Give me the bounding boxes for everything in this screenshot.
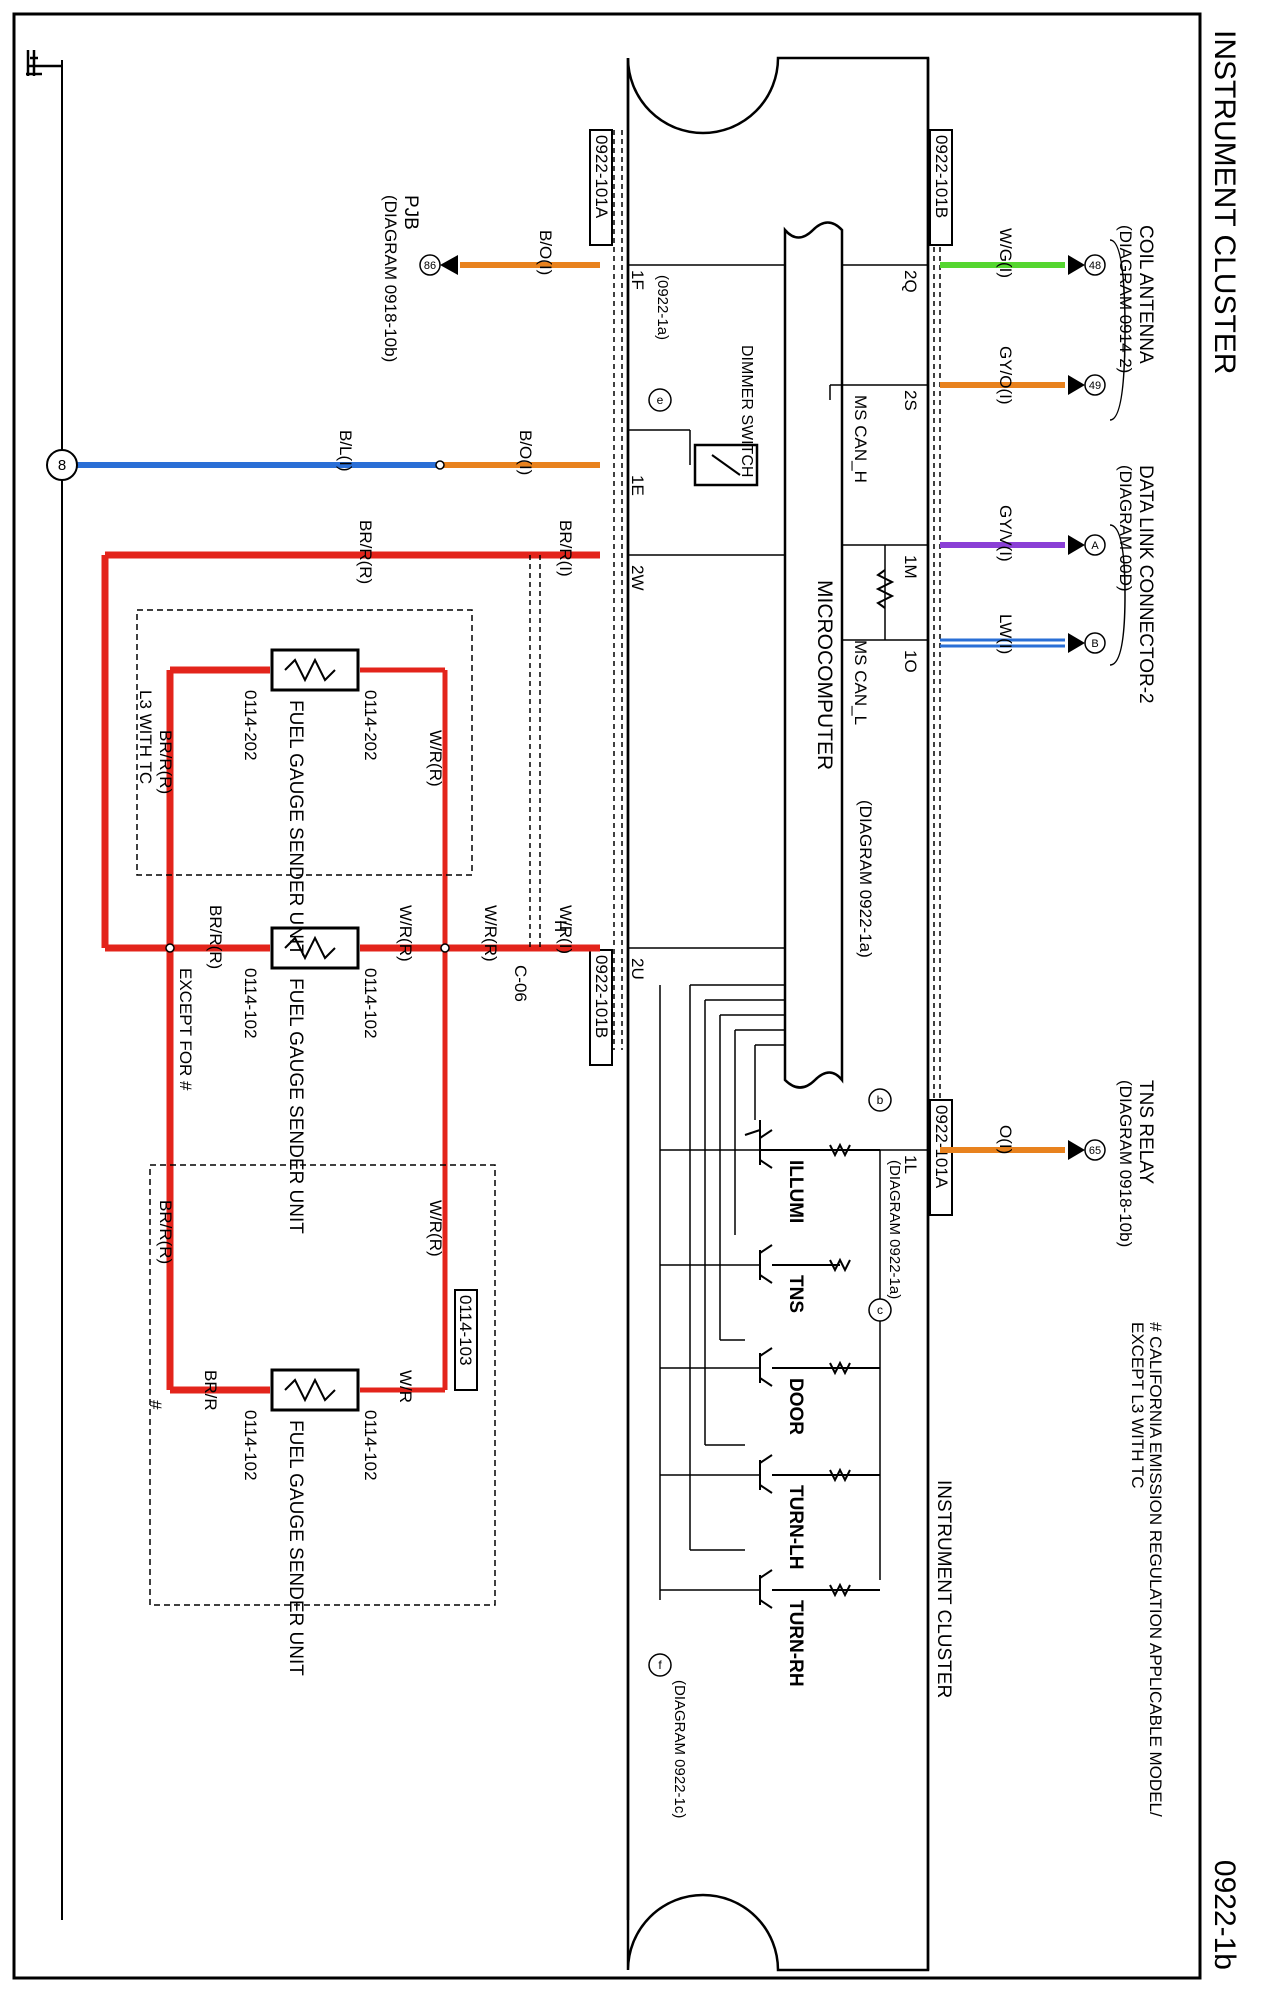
indicator-turn-lh: TURN-LH [785,1485,806,1569]
pin-2w: 2W [628,565,647,591]
pin-1o: 1O [901,650,920,673]
wire-wr-mid: W/R(R) [481,905,500,962]
wire-w-r: W/R [396,1370,415,1403]
pin-2s: 2S [901,390,920,411]
note-line-2: EXCEPT L3 WITH TC [1128,1322,1147,1489]
page-id: 0922-1b [1208,1860,1241,1970]
can-termination-resistor [875,569,895,609]
sensor-3-top: 0114-102 [361,1410,380,1481]
fuel-gauge-sender-3 [270,1368,360,1412]
wire-gyo: GY/O(I) [996,346,1015,405]
circle-8: 8 [58,457,66,474]
circle-c-internal: c [877,1303,883,1317]
wire-wr-in: W/R(I) [556,905,575,954]
wire-bo-mid: B/O(I) [516,430,535,475]
indicator-turn-rh: TURN-RH [785,1600,806,1687]
data-link-ref: (DIAGRAM 00D) [1116,465,1135,592]
sensor-3-note: # [146,1400,165,1410]
microcomputer [783,221,844,1089]
wire-brr-outer: BR/R(R) [356,520,375,584]
wire-br-r: BR/R [201,1370,220,1411]
instrument-cluster-label: INSTRUMENT CLUSTER [933,1480,954,1698]
pjb-ref: (DIAGRAM 0918-10b) [381,195,400,362]
fuel-gauge-sender-1 [270,648,360,692]
circle-b-internal: b [877,1093,884,1107]
pin-1f: 1F [628,270,647,290]
indicator-tns: TNS [785,1275,806,1313]
sensor-1-note: L3 WITH TC [136,690,155,784]
wire-bo-top: B/O(I) [536,230,555,275]
page-title: INSTRUMENT CLUSTER [1208,30,1241,374]
circle-b: B [1091,638,1098,650]
pin-1l: 1L [901,1155,920,1174]
connector-0922-101B-left: 0922-101B [592,955,611,1038]
connector-c06: C-06 [511,965,530,1002]
sensor-2-bottom: 0114-102 [241,968,260,1039]
ground-symbol [26,50,62,76]
circle-65: 65 [1089,1145,1101,1157]
circle-a: A [1091,540,1099,552]
coil-antenna-title: COIL ANTENNA [1135,225,1156,364]
pin-2q: 2Q [901,270,920,293]
wire-wr-c: W/R(R) [426,1200,445,1257]
connector-0922-101B-top: 0922-101B [932,135,951,218]
wire-lw: LW(I) [996,614,1015,654]
pin-2u: 2U [628,958,647,980]
pin-1e: 1E [628,475,647,496]
microcomputer-label: MICROCOMPUTER [813,580,836,770]
circle-86: 86 [424,260,436,272]
note-line-1: # CALIFORNIA EMISSION REGULATION APPLICA… [1146,1322,1165,1817]
connector-0922-101A-left: 0922-101A [592,135,611,219]
joint-0114-103: 0114-103 [456,1295,475,1366]
indicator-drivers [744,1120,880,1609]
sensor-2-top: 0114-102 [361,968,380,1039]
tns-relay-ref: (DIAGRAM 0918-10b) [1116,1080,1135,1247]
ms-can-l-label: MS CAN_L [851,640,870,725]
circle-48: 48 [1089,260,1101,272]
pin-1m: 1M [901,555,920,579]
sensor-3-bottom: 0114-102 [241,1410,260,1481]
circle-e: e [657,393,664,407]
connector-0922-101A-right: 0922-101A [932,1105,951,1189]
pin-1l-ref: (DIAGRAM 0922-1a) [886,1160,903,1299]
wire-brr-a: BR/R(R) [156,730,175,794]
wire-wg: W/G(I) [996,228,1015,278]
wire-brr-c: BR/R(R) [156,1200,175,1264]
wire-brr-top: BR/R(I) [556,520,575,577]
circle-49: 49 [1089,380,1101,392]
circle-f-internal: f [658,1658,662,1672]
microcomputer-ref: (DIAGRAM 0922-1a) [856,800,875,958]
sensor-1-name: FUEL GAUGE SENDER UNIT [285,700,306,956]
sensor-1-top: 0114-202 [361,690,380,761]
wire-bl: B/L(I) [336,430,355,472]
sensor-2-note: EXCEPT FOR # [176,968,195,1091]
fuel-gauge-circuits [101,551,600,1394]
wire-oi: O(I) [996,1125,1015,1154]
indicator-door: DOOR [785,1378,806,1435]
pin-1f-ref: (0922-1a) [654,275,671,340]
tns-relay-title: TNS RELAY [1135,1080,1156,1185]
indicator-illumi: ILLUMI [785,1160,806,1223]
dimmer-switch-label: DIMMER SWITCH [738,345,755,477]
wire-wr-a: W/R(R) [426,730,445,787]
wire-wr-b: W/R(R) [396,905,415,962]
sensor-3-name: FUEL GAUGE SENDER UNIT [285,1420,306,1676]
sensor-2-name: FUEL GAUGE SENDER UNIT [285,978,306,1234]
data-link-title: DATA LINK CONNECTOR-2 [1135,465,1156,704]
wire-gyv: GY/V(I) [996,505,1015,562]
coil-antenna-ref: (DIAGRAM 0914-2) [1116,225,1135,373]
pjb-title: PJB [400,195,421,230]
ms-can-h-label: MS CAN_H [851,395,870,483]
pin-f-ref: (DIAGRAM 0922-1c) [671,1680,688,1818]
fuel-gauge-sender-2 [270,926,360,970]
connector-c06-pin: H [551,920,570,932]
wire-brr-b: BR/R(R) [206,905,225,969]
sensor-1-bottom: 0114-202 [241,690,260,761]
